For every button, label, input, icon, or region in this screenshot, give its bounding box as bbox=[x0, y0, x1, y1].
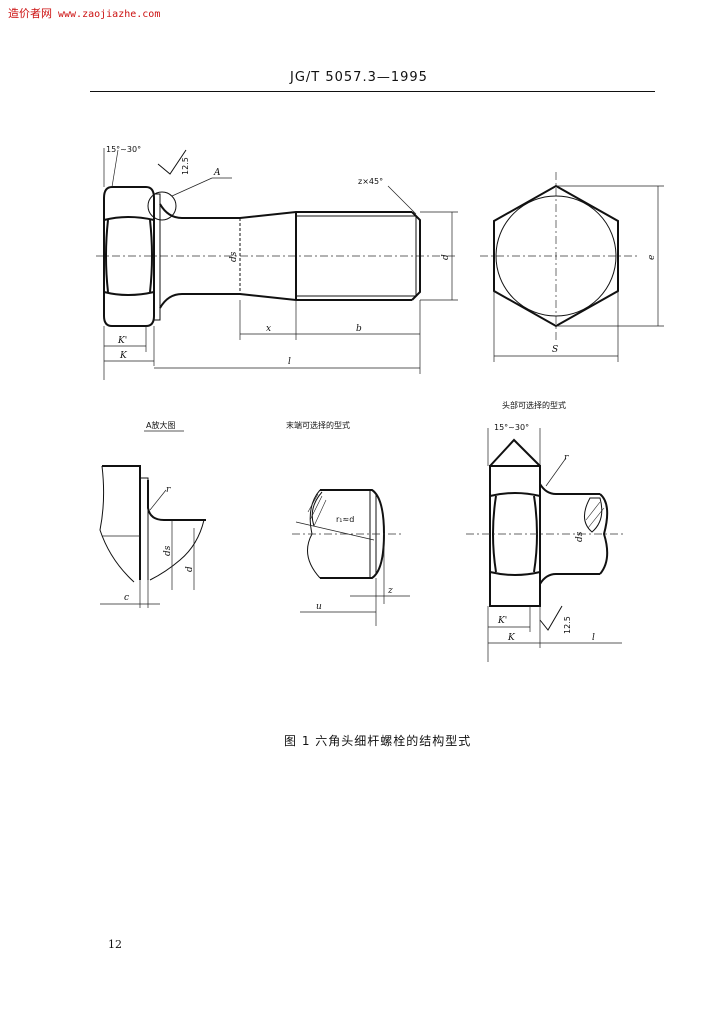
detail-a-leader bbox=[171, 177, 213, 197]
label-b: b bbox=[356, 324, 362, 334]
head-option-title: 头部可选择的型式 bbox=[502, 400, 566, 410]
hex-washer-circle bbox=[495, 195, 617, 317]
detail-a-ds: ds bbox=[163, 545, 173, 556]
watermark-site: www.zaojiazhe.com bbox=[58, 9, 161, 20]
end-option-u: u bbox=[316, 602, 322, 612]
standard-code: JG/T 5057.3—1995 bbox=[290, 70, 428, 85]
head-option-fillet-top bbox=[539, 483, 600, 495]
detail-a-circle bbox=[147, 191, 177, 221]
label-d: d bbox=[441, 254, 451, 260]
label-k-prime: K' bbox=[117, 336, 127, 346]
shank-bottom bbox=[159, 293, 412, 309]
head-option-roughness-symbol bbox=[539, 605, 563, 631]
detail-a-d: d bbox=[185, 566, 195, 572]
header-rule bbox=[90, 91, 655, 92]
end-view: e S bbox=[480, 172, 664, 362]
head-option-angle: 15°~30° bbox=[494, 423, 529, 432]
label-detail-ref: A bbox=[213, 168, 221, 178]
head-option-k: K bbox=[507, 633, 516, 643]
roughness-symbol bbox=[157, 149, 187, 175]
watermark: 造价者网 www.zaojiazhe.com bbox=[8, 5, 160, 21]
detail-a-break-right bbox=[149, 519, 205, 581]
label-chamfer: z×45° bbox=[358, 177, 383, 186]
detail-a-washer bbox=[140, 477, 149, 580]
head-option-r: r bbox=[564, 453, 569, 463]
label-s: S bbox=[552, 345, 558, 355]
detail-a-c: c bbox=[124, 593, 129, 603]
label-head-angle: 15°~30° bbox=[106, 145, 141, 154]
end-option-view: 末端可选择的型式 r₁≈d z u bbox=[286, 420, 410, 626]
head-option-fillet-bottom bbox=[539, 573, 600, 585]
head-option-hatch-outline bbox=[584, 497, 603, 533]
figure-caption: 图 1 六角头细杆螺栓的结构型式 bbox=[284, 734, 472, 748]
label-roughness: 12.5 bbox=[181, 157, 190, 175]
page-number: 12 bbox=[108, 938, 122, 951]
label-k: K bbox=[119, 351, 128, 361]
head-facet-top bbox=[103, 216, 155, 221]
detail-a-title: A放大图 bbox=[146, 420, 175, 430]
detail-a-break-line bbox=[99, 465, 135, 583]
head-option-view: 头部可选择的型式 15°~30° r ds 12.5 K' K l bbox=[466, 400, 626, 662]
head-option-k-prime: K' bbox=[497, 616, 507, 626]
head-arc-right bbox=[149, 219, 153, 293]
head-option-head bbox=[489, 465, 541, 607]
watermark-brand: 造价者网 bbox=[8, 7, 52, 20]
chamfer-leader bbox=[387, 185, 417, 215]
label-ds: ds bbox=[229, 251, 239, 262]
detail-a-view: A放大图 r ds d c bbox=[99, 420, 206, 608]
head-arc-left bbox=[105, 219, 109, 293]
head-option-chamfer bbox=[489, 438, 541, 467]
detail-a-head-face bbox=[102, 465, 141, 580]
end-option-rule: r₁≈d bbox=[336, 515, 354, 524]
main-side-view: A 12.5 15°~30° z×45° ds d x b K' K l bbox=[96, 145, 458, 380]
label-l: l bbox=[288, 357, 291, 367]
head-option-l: l bbox=[592, 633, 595, 643]
head-option-ds: ds bbox=[575, 531, 585, 542]
head-option-r-leader bbox=[545, 457, 567, 487]
end-option-z: z bbox=[387, 586, 393, 596]
end-option-title: 末端可选择的型式 bbox=[286, 420, 350, 430]
head-outline bbox=[103, 186, 155, 327]
end-option-hatch-area bbox=[311, 491, 323, 527]
detail-a-fillet bbox=[147, 480, 206, 521]
head-option-shank-end bbox=[599, 493, 609, 575]
head-option-facet-top bbox=[489, 492, 541, 497]
detail-a-r: r bbox=[166, 485, 171, 495]
washer-face bbox=[153, 193, 161, 321]
head-option-roughness: 12.5 bbox=[563, 616, 572, 634]
detail-a-r-leader bbox=[149, 489, 167, 511]
head-facet-bottom bbox=[103, 291, 155, 296]
label-e: e bbox=[647, 255, 657, 260]
label-x: x bbox=[266, 324, 271, 334]
head-angle-ext2 bbox=[111, 149, 119, 188]
end-option-hatch bbox=[307, 493, 327, 527]
head-option-facet-bottom bbox=[489, 571, 541, 576]
end-option-rule-leader bbox=[295, 521, 375, 541]
head-option-hatch bbox=[585, 501, 605, 529]
shank-top bbox=[159, 203, 412, 219]
